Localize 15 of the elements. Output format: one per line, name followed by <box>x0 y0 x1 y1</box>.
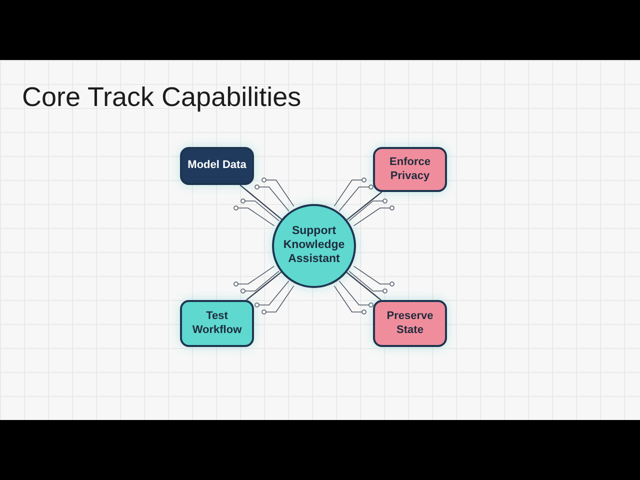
hub-circle <box>272 204 356 288</box>
node-label: Preserve State <box>386 310 434 337</box>
node-label: Model Data <box>186 159 248 173</box>
circuit-connector <box>346 272 382 300</box>
process-box <box>180 147 254 185</box>
process-box <box>180 300 254 347</box>
circuit-connector <box>346 192 382 220</box>
node-label: Enforce Privacy <box>388 156 432 183</box>
process-box <box>373 300 447 347</box>
node-label: Support Knowledge Assistant <box>282 225 346 267</box>
node-label: Test Workflow <box>191 310 243 337</box>
circuit-connector <box>240 184 282 220</box>
process-box <box>373 147 447 192</box>
circuit-connector <box>246 272 282 300</box>
slide-title: Core Track Capabilities <box>22 82 302 113</box>
